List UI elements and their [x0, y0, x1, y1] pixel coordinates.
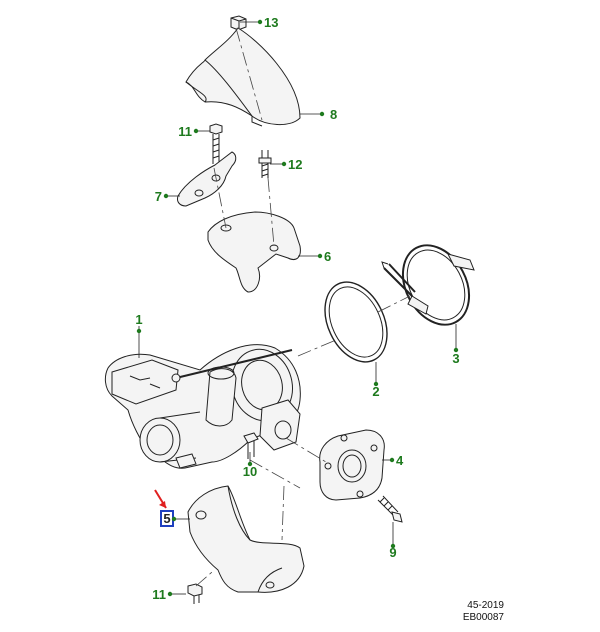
- callout-label-10[interactable]: 10: [243, 464, 257, 479]
- callout-label-1[interactable]: 1: [135, 312, 142, 327]
- part-3-vband-clamp[interactable]: [381, 234, 482, 336]
- part-6-bracket[interactable]: [207, 211, 301, 293]
- part-11-bolt-lower[interactable]: [187, 583, 203, 604]
- part-9-bolt[interactable]: [377, 495, 403, 523]
- part-11-bolt-upper[interactable]: [209, 123, 223, 164]
- callout-label-2[interactable]: 2: [372, 384, 379, 399]
- callout-dot-10: [247, 461, 253, 467]
- callout-label-4[interactable]: 4: [396, 453, 404, 468]
- callout-label-11[interactable]: 11: [152, 587, 166, 602]
- callout-dot-13: [257, 19, 263, 25]
- footer-reference: 45-2019: [467, 600, 504, 611]
- callout-dot-6: [317, 253, 323, 259]
- callout-dot-11: [167, 591, 173, 597]
- callout-label-9[interactable]: 9: [389, 545, 396, 560]
- callout-label-8[interactable]: 8: [330, 107, 337, 122]
- callout-dot-12: [281, 161, 287, 167]
- part-8-heat-shield[interactable]: [185, 27, 301, 127]
- footer-code: EB00087: [462, 612, 504, 623]
- part-10-stud[interactable]: [243, 432, 259, 459]
- callout-label-12[interactable]: 12: [288, 157, 302, 172]
- callout-dot-2: [373, 381, 379, 387]
- callout-dot-11: [193, 128, 199, 134]
- highlight-arrow: [154, 489, 167, 509]
- part-7-bracket[interactable]: [177, 151, 237, 207]
- callout-dot-8: [319, 111, 325, 117]
- part-12-stud[interactable]: [258, 150, 272, 178]
- leader-lines: [138, 21, 457, 595]
- callout-label-6[interactable]: 6: [324, 249, 331, 264]
- part-1-turbocharger[interactable]: [104, 342, 301, 469]
- callout-dot-7: [163, 193, 169, 199]
- callout-labels: 13 8 11 12 7 6 3 2 1 4 10 9 5 11: [135, 15, 459, 602]
- part-4-flange[interactable]: [319, 429, 385, 501]
- callout-label-7[interactable]: 7: [155, 189, 162, 204]
- callout-label-11[interactable]: 11: [178, 124, 192, 139]
- callout-dot-5: [171, 516, 177, 522]
- callout-dot-4: [389, 457, 395, 463]
- assembly-axis-lines: [195, 27, 411, 587]
- callout-label-3[interactable]: 3: [452, 351, 459, 366]
- callout-label-13[interactable]: 13: [264, 15, 278, 30]
- callout-dot-1: [136, 328, 142, 334]
- part-5-heat-shield[interactable]: [187, 485, 305, 593]
- callout-dot-3: [453, 347, 459, 353]
- callout-label-5[interactable]: 5: [163, 511, 170, 526]
- part-2-gasket[interactable]: [313, 272, 399, 372]
- callout-dot-9: [390, 543, 396, 549]
